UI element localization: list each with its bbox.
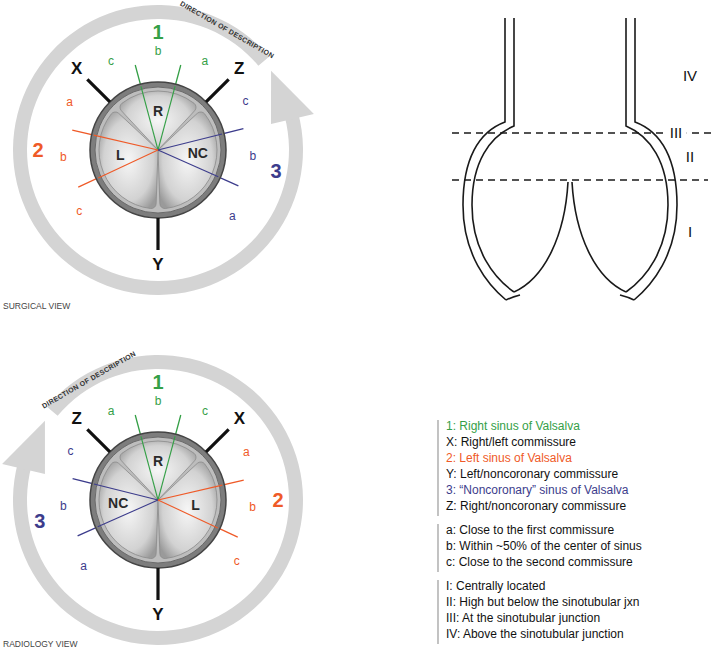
sector-letter: c: [242, 95, 248, 108]
commissure-line: [206, 79, 229, 102]
valve-leaflet: [158, 462, 217, 559]
level-line: [452, 179, 708, 180]
legend-entry: X: Right/left commissure: [446, 436, 576, 449]
leaflet-label: R: [153, 454, 163, 469]
sector-letter: a: [202, 55, 209, 68]
leaflet-label: NC: [188, 146, 208, 161]
leaflet-label: L: [116, 148, 125, 163]
legend-entry: IV: Above the sinotubular junction: [446, 628, 624, 641]
sector-letter: c: [234, 555, 240, 568]
sector-letter: b: [60, 152, 67, 165]
sector-divider: [94, 135, 158, 150]
commissure-line: [156, 568, 159, 600]
valve-view: [13, 5, 314, 295]
commissure-label: Y: [152, 606, 163, 625]
sector-letter: a: [108, 405, 115, 418]
commissure-line: [156, 218, 159, 250]
legend-entry: III: At the sinotubular junction: [446, 612, 600, 625]
valve-views: [2, 5, 314, 645]
legend-entry: 2: Left sinus of Valsalva: [446, 452, 572, 465]
direction-label: DIRECTION OF DESCRIPTION: [179, 0, 276, 60]
leaflet-label: R: [153, 104, 163, 119]
commissure-line: [206, 429, 229, 452]
sinus-number: 3: [271, 160, 282, 182]
sector-divider: [158, 485, 222, 500]
leaflet-label-box: L: [114, 147, 127, 164]
valve-annulus: [90, 82, 226, 218]
legend-entry: b: Within ~50% of the center of sinus: [446, 540, 642, 553]
legend-entry: Z: Right/noncoronary commissure: [446, 500, 626, 513]
commissure-label: X: [71, 59, 82, 78]
sector-divider: [158, 500, 218, 528]
commissure-label: X: [234, 409, 245, 428]
sector-letter: b: [249, 150, 256, 163]
sector-letter: b: [155, 395, 162, 408]
commissure-label: Y: [152, 256, 163, 275]
sector-letter: c: [202, 405, 208, 418]
level-label: II: [686, 149, 694, 166]
sector-letter: c: [68, 445, 74, 458]
view-caption: RADIOLOGY VIEW: [3, 640, 77, 649]
leaflet-label-box: NC: [186, 145, 210, 162]
sinus-number: 2: [32, 139, 43, 161]
sector-letter: b: [60, 500, 67, 513]
sinus-number: 1: [152, 21, 163, 43]
commissure-label: Z: [234, 59, 244, 78]
view-caption: SURGICAL VIEW: [3, 302, 70, 311]
valve-leaflet: [99, 112, 158, 209]
sector-divider: [98, 150, 158, 178]
sinus-number: 2: [272, 489, 283, 511]
leaflet-label-box: L: [189, 497, 202, 514]
commissure-line: [87, 429, 110, 452]
legend-entry: c: Close to the second commissure: [446, 556, 633, 569]
sinus-number: 3: [34, 510, 45, 532]
level-label: I: [688, 224, 692, 241]
leaflet-label-box: R: [151, 453, 165, 470]
sector-letter: a: [229, 210, 236, 223]
sector-letter: c: [76, 205, 82, 218]
legend-entry: I: Centrally located: [446, 580, 545, 593]
legend-bars: [437, 420, 438, 644]
level-label: IV: [683, 68, 697, 85]
valve-annulus: [90, 432, 226, 568]
sector-letter: b: [249, 502, 256, 515]
direction-arrowhead: [2, 421, 45, 474]
commissure-line: [87, 79, 110, 102]
sinus-number: 1: [152, 371, 163, 393]
leaflet-label: L: [191, 498, 200, 513]
commissure-label: Z: [71, 409, 81, 428]
leaflet-label-box: R: [151, 103, 165, 120]
sector-letter: a: [66, 96, 73, 109]
sector-letter: b: [155, 45, 162, 58]
legend-entry: Y: Left/noncoronary commissure: [446, 468, 618, 481]
direction-arrowhead: [271, 71, 314, 124]
legend-entry: 3: “Noncoronary” sinus of Valsalva: [446, 484, 629, 497]
sector-letter: a: [80, 560, 87, 573]
level-label: III: [666, 125, 687, 142]
valve-leaflet: [158, 112, 217, 209]
sinus-drawing: [452, 18, 714, 300]
leaflet-label: NC: [108, 496, 128, 511]
legend-entry: II: High but below the sinotubular jxn: [446, 596, 639, 609]
sector-letter: c: [108, 55, 114, 68]
direction-label: DIRECTION OF DESCRIPTION: [41, 350, 138, 410]
valve-leaflet: [99, 462, 158, 559]
sector-letter: a: [243, 446, 250, 459]
legend-entry: a: Close to the first commissure: [446, 524, 614, 537]
leaflet-label-box: NC: [106, 495, 130, 512]
legend-entry: 1: Right sinus of Valsalva: [446, 420, 580, 433]
